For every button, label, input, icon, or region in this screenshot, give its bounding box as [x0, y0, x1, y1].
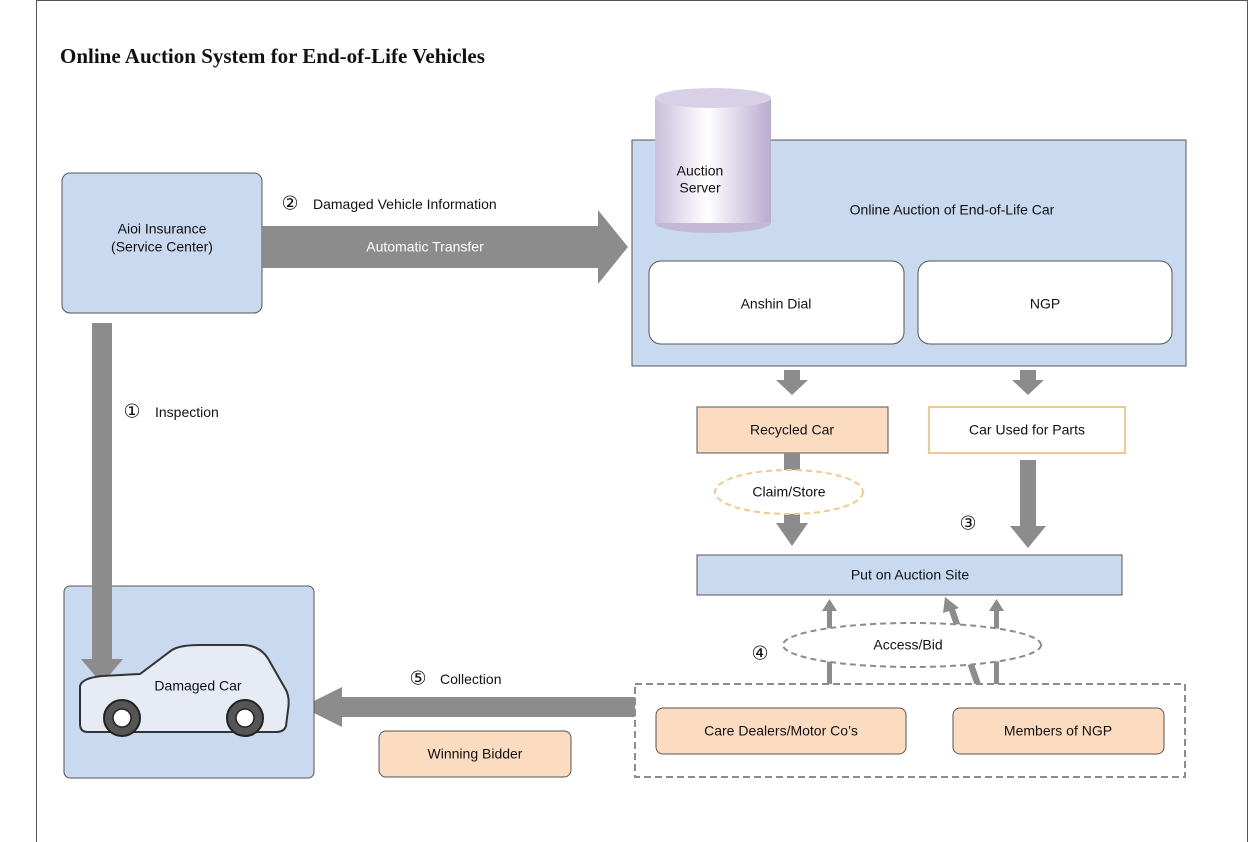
access-bid-ellipse: Access/Bid — [782, 622, 1042, 668]
step-2-label: Damaged Vehicle Information — [313, 196, 497, 212]
automatic-transfer-label: Automatic Transfer — [366, 239, 484, 255]
recycled-car-label: Recycled Car — [750, 422, 834, 438]
step-5-label: Collection — [440, 671, 501, 687]
winning-bidder-box: Winning Bidder — [378, 730, 572, 778]
recycled-car-box: Recycled Car — [696, 406, 889, 454]
ngp-box: NGP — [917, 260, 1173, 345]
diagram-frame — [36, 0, 1248, 842]
access-bid-label: Access/Bid — [873, 637, 942, 653]
auction-site-box: Put on Auction Site — [696, 554, 1123, 596]
damaged-car-label: Damaged Car — [154, 678, 241, 694]
members-box: Members of NGP — [952, 707, 1165, 755]
online-auction-label: Online Auction of End-of-Life Car — [850, 202, 1055, 218]
parts-car-label: Car Used for Parts — [969, 422, 1085, 438]
server-line2: Server — [679, 180, 721, 196]
claim-store-ellipse: Claim/Store — [714, 469, 864, 515]
members-label: Members of NGP — [1004, 723, 1112, 739]
winning-bidder-label: Winning Bidder — [428, 746, 523, 762]
ngp-label: NGP — [1030, 296, 1060, 312]
step-3-number: ③ — [959, 513, 976, 535]
anshin-dial-label: Anshin Dial — [741, 296, 812, 312]
dealers-label: Care Dealers/Motor Co’s — [704, 723, 858, 739]
automatic-transfer-arrow: Automatic Transfer — [262, 210, 628, 284]
inspection-arrow — [81, 323, 123, 684]
auction-server-cylinder: Auction Server — [655, 88, 771, 233]
auction-site-label: Put on Auction Site — [851, 567, 970, 583]
parts-car-box: Car Used for Parts — [928, 406, 1126, 454]
collection-arrow — [302, 687, 635, 727]
anshin-dial-box: Anshin Dial — [648, 260, 905, 345]
step-2-number: ② — [281, 193, 298, 215]
arrow-parts-to-site — [1010, 460, 1046, 548]
step-5-number: ⑤ — [409, 668, 426, 690]
diagram-title: Online Auction System for End-of-Life Ve… — [60, 44, 485, 68]
aioi-line1: Aioi Insurance — [118, 221, 207, 237]
car-icon: Damaged Car — [79, 644, 290, 737]
arrow-to-parts — [1012, 370, 1044, 395]
step-4-number: ④ — [751, 643, 768, 665]
aioi-insurance-box: Aioi Insurance (Service Center) — [61, 172, 263, 314]
arrow-to-recycled — [776, 370, 808, 395]
aioi-line2: (Service Center) — [111, 239, 213, 255]
step-1-number: ① — [123, 401, 140, 423]
claim-store-label: Claim/Store — [752, 484, 825, 500]
step-1-label: Inspection — [155, 404, 219, 420]
server-line1: Auction — [677, 163, 724, 179]
dealers-box: Care Dealers/Motor Co’s — [655, 707, 907, 755]
